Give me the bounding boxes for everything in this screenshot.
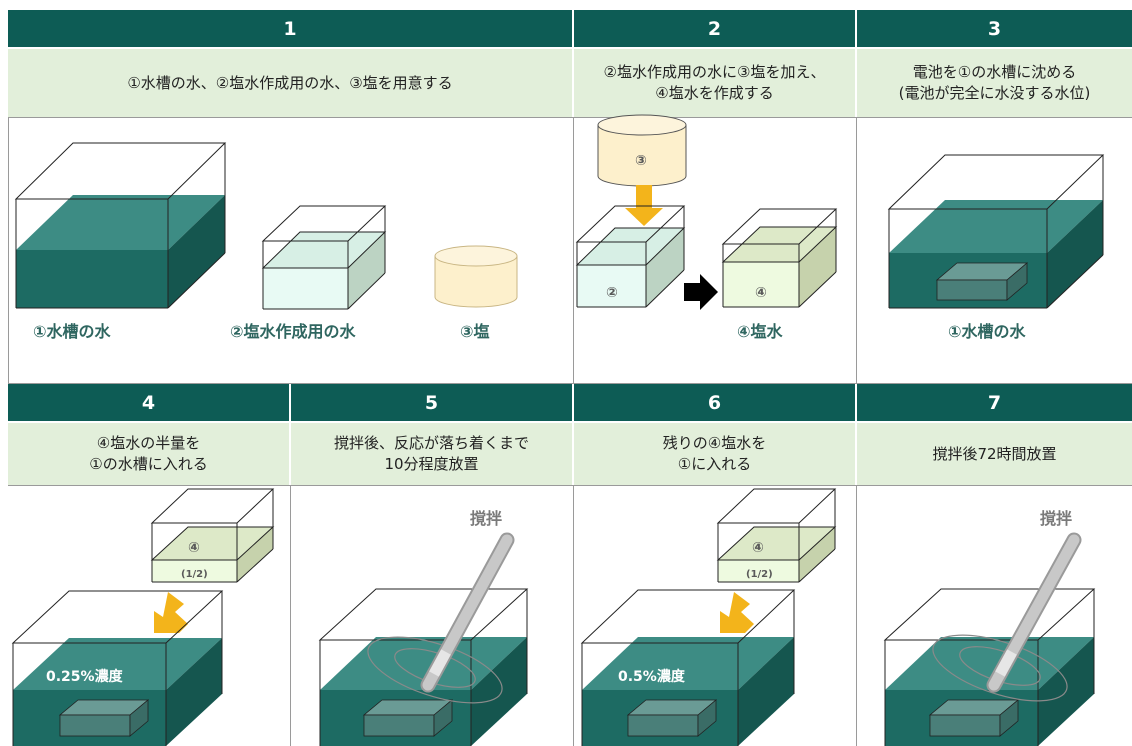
down-arrow-icon [154,592,188,633]
step-4-header: 4 [8,384,289,421]
stir-rod-icon [932,532,1082,702]
step-3-number: 3 [987,17,1002,40]
divider [856,485,857,746]
half-label: (1/2) [181,569,208,580]
divider [290,485,291,746]
step-6-number: 6 [707,391,722,414]
water-mark: ② [606,285,618,301]
stir-rod-icon [367,532,515,704]
step-6-description: 残りの④塩水を ①に入れる [574,423,855,485]
brine-box-icon [721,208,838,308]
divider [8,383,1132,384]
divider [8,485,1132,486]
right-arrow-icon [684,274,718,310]
step-2-description: ②塩水作成用の水に③塩を加え、 ④塩水を作成する [574,49,855,117]
tank-water-icon [14,142,227,309]
tank-battery-icon [887,154,1105,309]
step-3-header: 3 [857,10,1132,47]
divider [573,485,574,746]
brine-half-box-icon [716,488,837,583]
tank-battery-icon [883,588,1096,746]
divider [856,117,857,384]
water-box-icon [575,205,686,308]
salt-mark: ③ [635,153,647,169]
tank3-label: ①水槽の水 [948,322,1027,341]
brine-mark: ④ [755,285,767,301]
salt-cylinder-icon [597,114,687,187]
tank-battery-icon [580,589,796,746]
step-6-header: 6 [574,384,855,421]
half-label: (1/2) [746,569,773,580]
tank1-label: ①水槽の水 [33,322,112,341]
stir-label: 撹拌 [470,509,502,528]
salt3-label: ③塩 [460,322,490,341]
step-4-description: ④塩水の半量を ①の水槽に入れる [8,423,289,485]
step-2-number: 2 [707,17,722,40]
water-box-icon [261,205,387,310]
tank-battery-icon [318,588,529,746]
concentration-label: 0.25%濃度 [46,668,124,685]
step-7-description: 撹拌後72時間放置 [857,423,1132,485]
brine-mark: ④ [752,540,764,556]
step-7-number: 7 [987,391,1002,414]
step-5-header: 5 [291,384,572,421]
step-7-header: 7 [857,384,1132,421]
brine4-label: ④塩水 [737,322,784,341]
divider [8,117,1132,118]
salt-cylinder-icon [434,245,518,308]
step-5-number: 5 [424,391,439,414]
water2-label: ②塩水作成用の水 [230,322,357,341]
step-3-description: 電池を①の水槽に沈める (電池が完全に水没する水位) [857,49,1132,117]
divider [573,117,574,384]
step-5-description: 撹拌後、反応が落ち着くまで 10分程度放置 [291,423,572,485]
divider [8,117,9,384]
step-1-number: 1 [283,17,297,40]
concentration-label: 0.5%濃度 [618,668,686,685]
stir-label: 撹拌 [1040,509,1072,528]
down-arrow-icon [720,592,754,633]
step-1-description: ①水槽の水、②塩水作成用の水、③塩を用意する [8,49,572,117]
brine-half-box-icon [150,488,275,583]
step-1-header: 1 [8,10,572,47]
brine-mark: ④ [188,540,200,556]
step-2-header: 2 [574,10,855,47]
step-4-number: 4 [141,391,156,414]
tank-battery-icon [11,590,224,746]
